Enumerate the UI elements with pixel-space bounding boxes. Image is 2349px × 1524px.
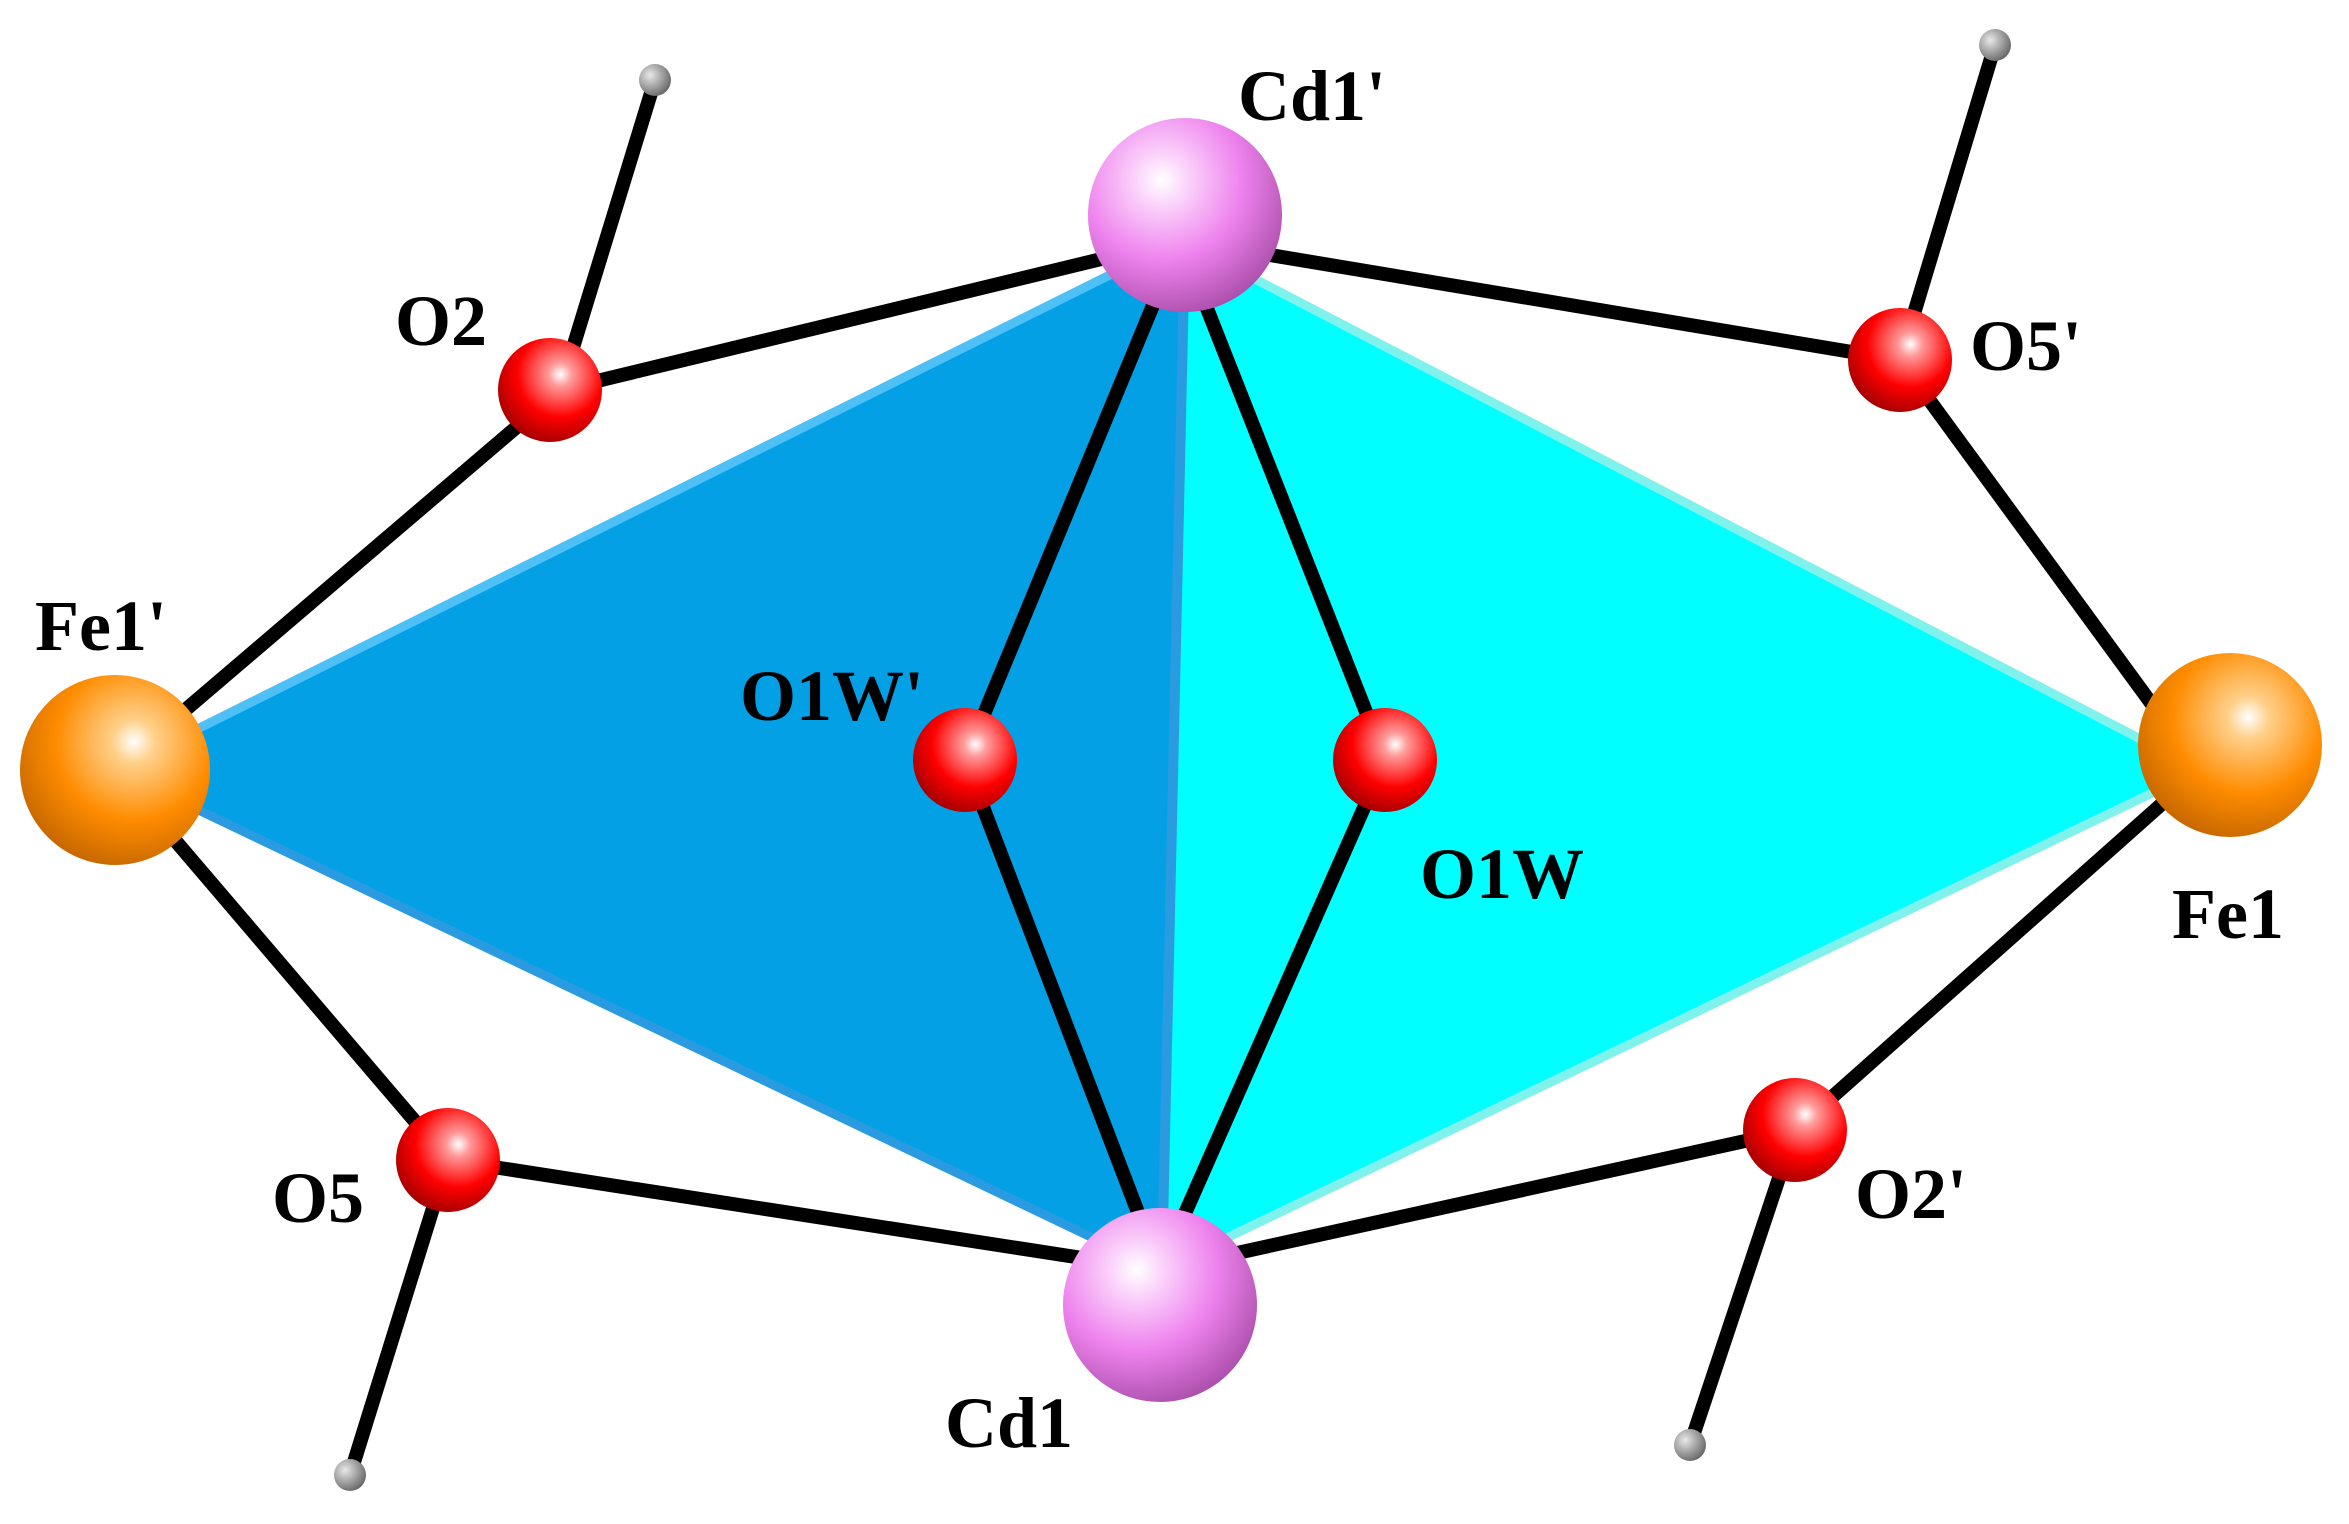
edge-fe1prime-cd1 xyxy=(110,765,1165,1275)
bond-o2-fe1prime xyxy=(108,383,567,777)
oxygen-atom-o5prime xyxy=(1848,308,1952,412)
bond-o1wprime-cd1 xyxy=(958,753,1167,1277)
bond-o2-h xyxy=(553,73,662,397)
label-cd1: Cd1 xyxy=(945,1383,1073,1463)
oxygen-atom-o2 xyxy=(498,338,602,442)
oxygen-atom-o5 xyxy=(396,1108,500,1212)
hydrogen-atom xyxy=(1674,1429,1706,1461)
bond-o1w-cd1prime xyxy=(1173,233,1392,767)
atom-labels: Cd1' O2 O5' Fe1' O1W' O1W Fe1 O5 O2' Cd1 xyxy=(35,56,2284,1463)
bond-o2prime-h xyxy=(1683,1123,1802,1452)
bond-o2prime-cd1 xyxy=(1153,1123,1802,1277)
bond-o5prime-cd1prime xyxy=(1173,233,1907,367)
label-o5-prime: O5' xyxy=(1970,306,2082,386)
polyhedron-edges xyxy=(110,235,2205,1275)
hydrogen-stubs xyxy=(334,29,2011,1491)
label-o2-prime: O2' xyxy=(1855,1154,1967,1234)
bond-o5-h xyxy=(343,1153,455,1482)
bond-o2prime-fe1 xyxy=(1788,763,2207,1137)
edge-cd1prime-cd1 xyxy=(1157,235,1190,1275)
label-o1w: O1W xyxy=(1420,834,1584,914)
atoms xyxy=(20,118,2322,1402)
cadmium-atom-cd1 xyxy=(1063,1208,1257,1402)
iron-atom-fe1prime xyxy=(20,675,210,865)
label-fe1-prime: Fe1' xyxy=(35,586,167,666)
bond-o5-cd1 xyxy=(441,1153,1167,1277)
polyhedron-right-face xyxy=(1160,240,2200,1270)
cadmium-atom-cd1prime xyxy=(1088,118,1282,312)
bond-o1w-cd1 xyxy=(1153,753,1392,1277)
bond-o5prime-h xyxy=(1893,38,2002,367)
oxygen-atom-o1w xyxy=(1333,708,1437,812)
label-o2: O2 xyxy=(395,281,487,361)
polyhedron-left-face xyxy=(115,240,1180,1270)
bond-o1wprime-cd1prime xyxy=(958,233,1187,767)
oxygen-atom-o1wprime xyxy=(913,708,1017,812)
iron-atom-fe1 xyxy=(2138,653,2322,837)
label-fe1: Fe1 xyxy=(2172,874,2284,954)
oxygen-atom-o2prime xyxy=(1743,1078,1847,1182)
edge-cd1prime-fe1prime xyxy=(110,235,1185,775)
label-o5: O5 xyxy=(272,1158,364,1238)
label-cd1-prime: Cd1' xyxy=(1238,56,1386,136)
bond-o2-cd1prime xyxy=(553,233,1187,397)
edge-fe1-cd1 xyxy=(1155,765,2205,1275)
hydrogen-atom xyxy=(334,1459,366,1491)
edge-cd1prime-fe1 xyxy=(1175,235,2205,775)
label-o1w-prime: O1W' xyxy=(740,656,924,736)
hydrogen-atom xyxy=(639,64,671,96)
hydrogen-atom xyxy=(1979,29,2011,61)
